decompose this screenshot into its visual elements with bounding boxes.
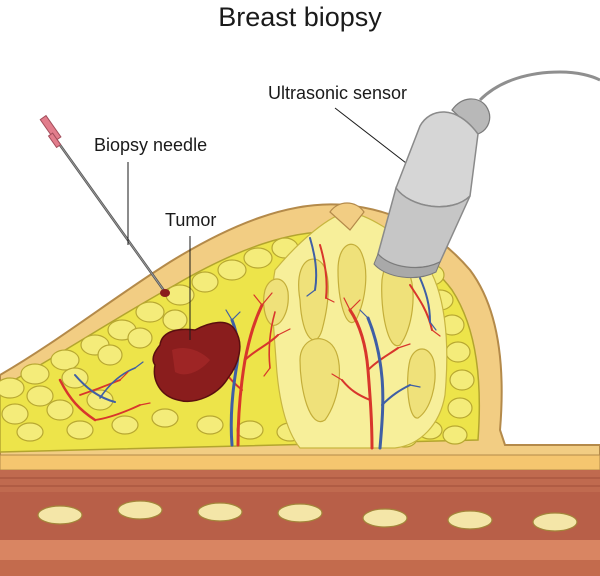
ultrasonic-probe xyxy=(373,70,600,278)
ultrasonic-sensor-label: Ultrasonic sensor xyxy=(268,83,408,103)
mammary-lobes xyxy=(263,243,436,423)
muscle-layer xyxy=(0,470,600,492)
biopsy-needle-graphic xyxy=(39,114,170,297)
nipple-area xyxy=(329,202,365,231)
connective-tissue xyxy=(0,454,600,471)
page-title: Breast biopsy xyxy=(218,2,382,32)
tumor-label: Tumor xyxy=(165,210,217,230)
biopsy-needle-label: Biopsy needle xyxy=(94,135,208,155)
fat-lobules xyxy=(0,237,475,448)
lower-layer xyxy=(0,540,600,560)
ribs xyxy=(37,500,578,532)
